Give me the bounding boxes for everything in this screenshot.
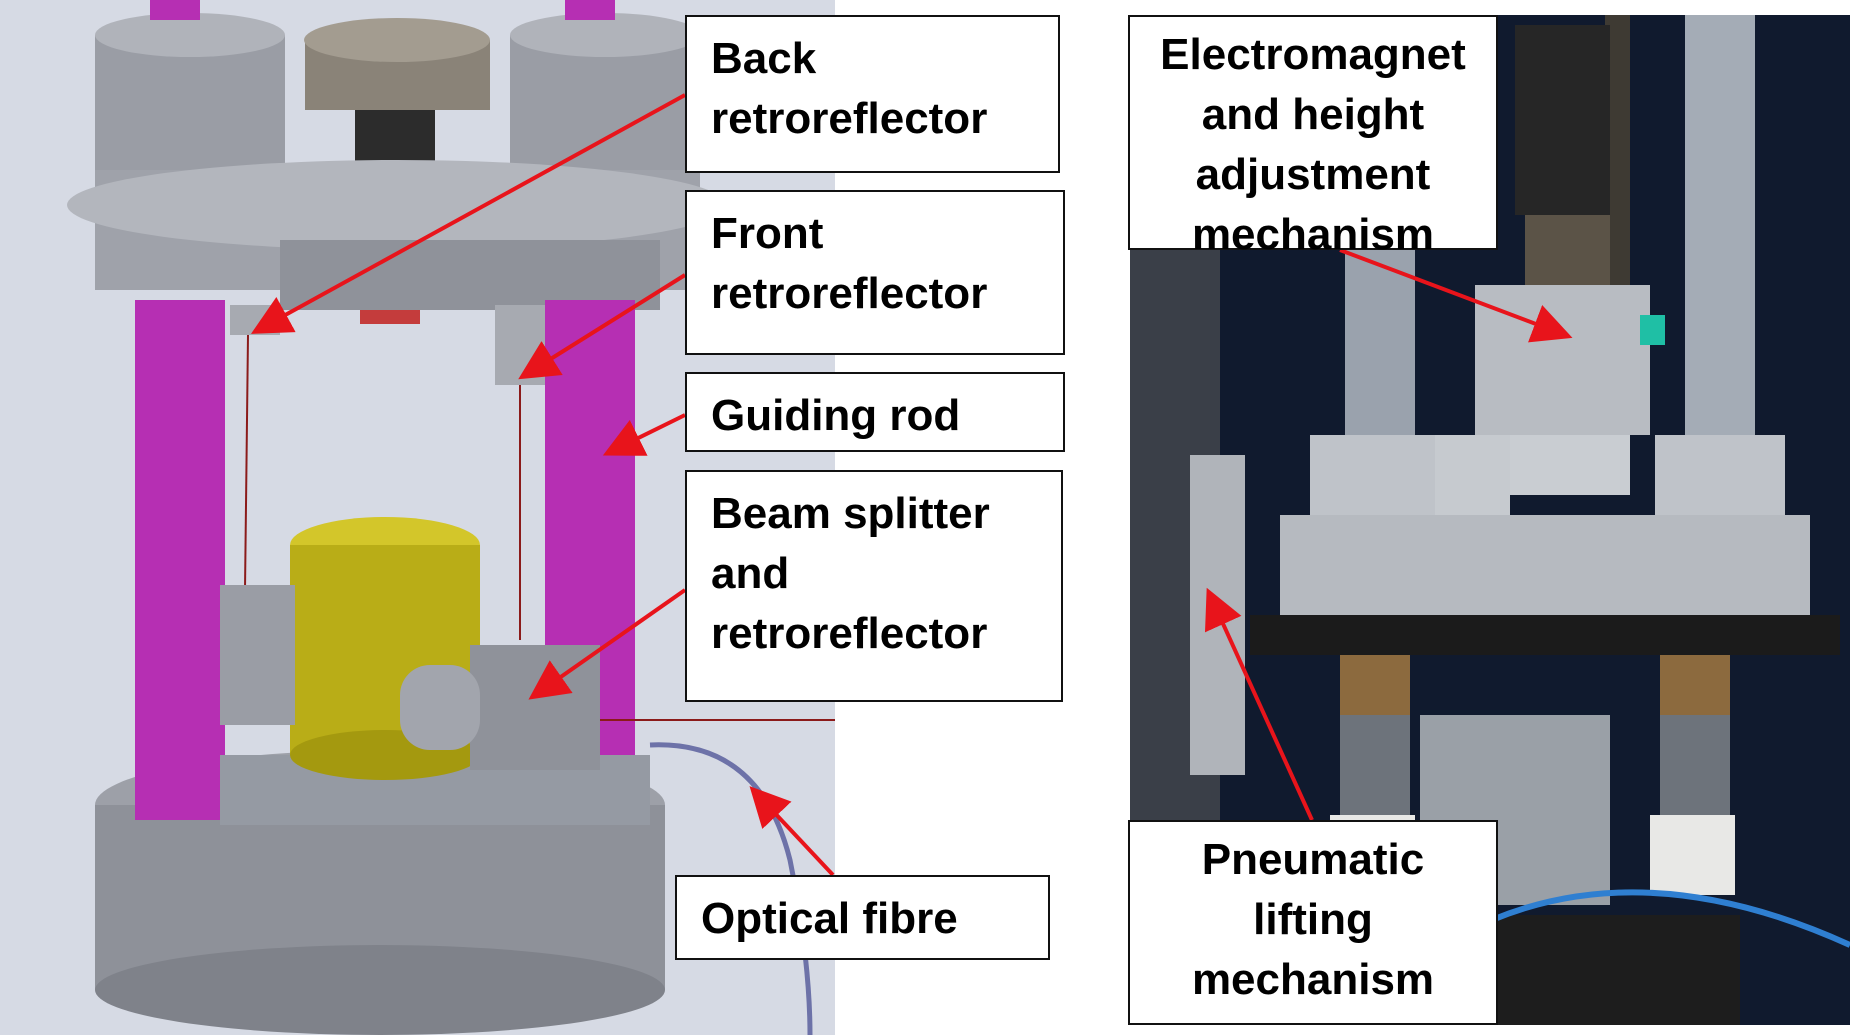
label-back-retroreflector: Back retroreflector (685, 15, 1060, 173)
label-front-retroreflector: Front retroreflector (685, 190, 1065, 355)
label-beam-splitter-retroreflector: Beam splitter and retroreflector (685, 470, 1063, 702)
label-electromagnet-height-adjustment: Electromagnet and height adjustment mech… (1128, 15, 1498, 259)
label-pneumatic-lifting-mechanism: Pneumatic lifting mechanism (1128, 820, 1498, 1025)
label-optical-fibre: Optical fibre (675, 875, 1050, 960)
label-guiding-rod: Guiding rod (685, 372, 1065, 452)
